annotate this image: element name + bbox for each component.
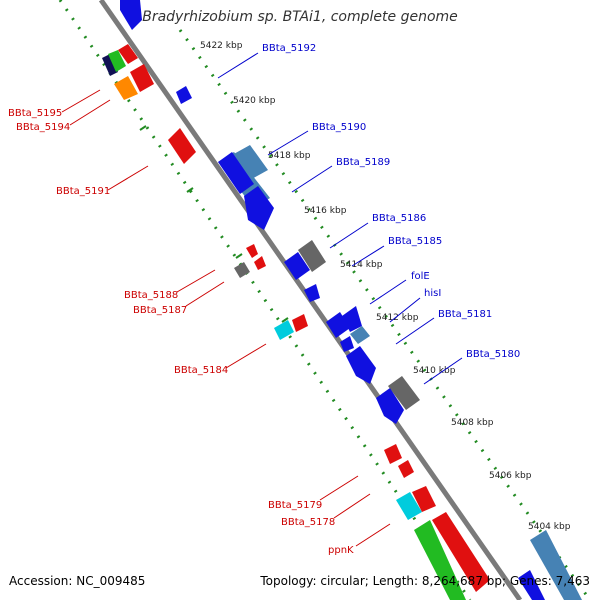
kbp-tick: 5412 kbp — [376, 313, 419, 323]
tick-mark-4 — [281, 317, 289, 323]
gene-bbta-5195-green — [108, 50, 126, 72]
forward-genes — [120, 0, 582, 600]
gene-forward-bottom-blue — [518, 570, 545, 600]
tick-mark-2 — [186, 187, 194, 193]
gene-bbta-5192 — [176, 86, 192, 104]
kbp-tick: 5420 kbp — [233, 96, 276, 106]
kbp-tick: 5408 kbp — [451, 418, 494, 428]
map-title: Bradyrhizobium sp. BTAi1, complete genom… — [142, 9, 458, 25]
gene-bbta-5181-a — [340, 336, 354, 352]
gene-bbta-5191 — [168, 128, 196, 164]
forward-labels: BBta_5192 BBta_5190 BBta_5189 BBta_5186 … — [217, 43, 520, 385]
gene-bbta-5189 — [218, 152, 254, 194]
gene-ppnk-green — [414, 520, 466, 600]
label-reverse: BBta_5191 — [56, 186, 110, 197]
label-reverse: BBta_5178 — [281, 517, 335, 528]
gene-bbta-5194-orange — [114, 76, 138, 100]
reverse-genes — [102, 44, 490, 600]
kbp-tick: 5406 kbp — [489, 471, 532, 481]
gene-bbta-5184-cyan — [274, 320, 294, 340]
gene-bbta-5188-gray — [234, 262, 250, 278]
kbp-tick: 5418 kbp — [268, 151, 311, 161]
label-forward: folE — [411, 271, 430, 282]
gene-bbta-5189b — [244, 186, 274, 230]
gene-bbta-5180 — [376, 388, 404, 424]
label-reverse: BBta_5179 — [268, 500, 322, 511]
gene-bbta-5188-red — [246, 244, 258, 258]
gene-bbta-5178-red — [412, 486, 436, 512]
kbp-tick: 5416 kbp — [304, 206, 347, 216]
label-forward: BBta_5189 — [336, 157, 390, 168]
tick-mark-1 — [139, 125, 147, 131]
gene-bbta-5184-red — [292, 314, 308, 332]
tick-mark-3 — [235, 253, 243, 259]
kbp-tick: 5404 kbp — [528, 522, 571, 532]
gene-bbta-5195-navy — [102, 54, 118, 76]
gene-bbta-5181-b — [346, 346, 376, 384]
gene-hisi — [350, 326, 370, 344]
label-reverse: BBta_5184 — [174, 365, 228, 376]
gene-bbta-5179-b — [398, 460, 414, 478]
label-reverse: BBta_5195 — [8, 108, 62, 119]
gene-bbta-5186 — [284, 252, 310, 280]
label-forward: BBta_5192 — [262, 43, 316, 54]
gene-ppnk-red — [432, 512, 490, 592]
gene-bbta-5187 — [254, 256, 266, 270]
gene-fole-b — [342, 306, 362, 332]
label-forward: hisI — [424, 288, 441, 299]
gene-forward-bottom-steel — [530, 530, 582, 600]
label-forward: BBta_5190 — [312, 122, 366, 133]
kbp-tick: 5410 kbp — [413, 366, 456, 376]
gene-bbta-5180-gray — [388, 376, 420, 410]
label-forward: BBta_5185 — [388, 236, 442, 247]
reverse-labels: BBta_5195 BBta_5194 BBta_5191 BBta_5188 … — [8, 89, 391, 556]
kbp-tick-labels: 5422 kbp 5420 kbp 5418 kbp 5416 kbp 5414… — [200, 41, 571, 532]
label-forward: BBta_5180 — [466, 349, 520, 360]
gene-bbta-5185 — [304, 284, 320, 302]
gene-bbta-5190-b — [232, 145, 268, 180]
kbp-tick: 5422 kbp — [200, 41, 243, 51]
topology-text: Topology: circular; Length: 8,264,687 bp… — [260, 574, 590, 588]
gene-forward-top — [120, 0, 142, 30]
gene-bbta-5178-cyan — [396, 492, 422, 520]
label-forward: BBta_5186 — [372, 213, 426, 224]
gene-bbta-5194-red — [130, 64, 154, 92]
label-reverse: BBta_5187 — [133, 305, 187, 316]
gene-bbta-5195-red — [118, 44, 138, 64]
label-reverse: BBta_5194 — [16, 122, 70, 133]
gene-bbta-5186-gray — [298, 240, 326, 272]
accession-text: Accession: NC_009485 — [9, 574, 146, 588]
kbp-tick: 5414 kbp — [340, 260, 383, 270]
gene-bbta-5179-a — [384, 444, 402, 464]
label-reverse: ppnK — [328, 545, 354, 556]
label-forward: BBta_5181 — [438, 309, 492, 320]
label-reverse: BBta_5188 — [124, 290, 178, 301]
